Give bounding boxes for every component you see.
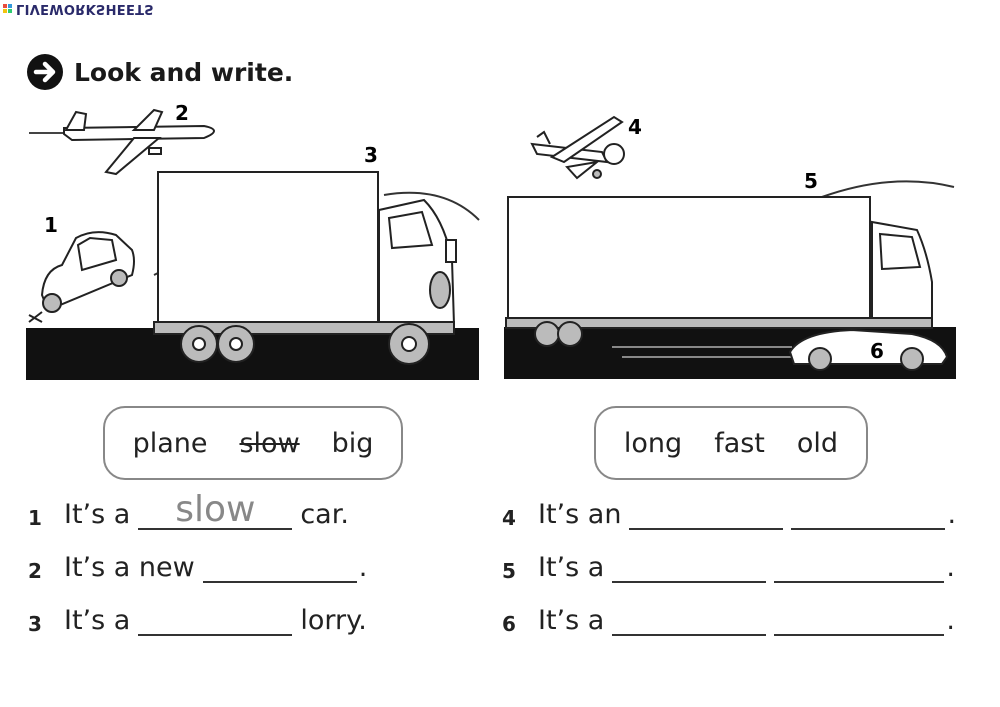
sentence-2: 2 It’s a new . [28, 551, 367, 583]
picture-left: 1 2 3 [26, 101, 480, 380]
sentence-text-before: It’s a [538, 552, 605, 583]
answer-blank-3[interactable] [138, 604, 293, 636]
sentence-5: 5 It’s a . [502, 551, 955, 583]
sentence-number: 3 [28, 612, 42, 636]
sentence-3: 3 It’s a lorry. [28, 604, 367, 636]
brand-logo-icon [3, 4, 12, 13]
word-bank-word: old [796, 427, 839, 459]
word-bank-word-used: slow [239, 427, 300, 459]
sentence-text-before: It’s a new [64, 552, 195, 583]
sentence-text-after: . [358, 552, 368, 583]
answer-blank-6b[interactable] [774, 604, 945, 636]
answer-blank-5a[interactable] [612, 551, 767, 583]
sentence-1: 1 It’s a slow car. [28, 489, 349, 530]
sentence-4: 4 It’s an . [502, 498, 956, 530]
instruction-header: Look and write. [26, 53, 293, 91]
picture-label-1: 1 [44, 213, 58, 237]
sentence-text-after: car. [300, 499, 349, 530]
word-bank-word: long [623, 427, 683, 459]
old-plane-icon [530, 115, 625, 180]
answer-blank-4a[interactable] [629, 498, 784, 530]
answer-text: slow [175, 489, 256, 530]
race-car-icon [788, 328, 949, 371]
sentence-number: 5 [502, 559, 516, 583]
picture-label-3: 3 [364, 143, 378, 167]
long-lorry-icon [505, 196, 933, 347]
sentence-text-before: It’s an [538, 499, 622, 530]
picture-label-4: 4 [628, 115, 642, 139]
arrow-right-circle-icon [27, 54, 63, 90]
sentence-number: 4 [502, 506, 516, 530]
sentence-number: 6 [502, 612, 516, 636]
car-icon [28, 231, 135, 323]
picture-right: 4 5 6 [504, 115, 956, 379]
page-title: Look and write. [74, 57, 294, 87]
sentence-text-after: lorry. [300, 605, 367, 636]
sentence-text-before: It’s a [64, 605, 131, 636]
sentence-text-after: . [947, 499, 957, 530]
answer-blank-2[interactable] [202, 551, 357, 583]
answer-blank-4b[interactable] [791, 498, 946, 530]
word-bank-word: big [331, 427, 374, 459]
word-bank-word: fast [714, 427, 765, 459]
sentence-text-before: It’s a [538, 605, 605, 636]
word-bank-word: plane [132, 427, 208, 459]
picture-label-5: 5 [804, 169, 818, 193]
picture-label-6: 6 [870, 339, 884, 363]
sentence-number: 2 [28, 559, 42, 583]
brand-name: LIVEWORKSHEETS [16, 1, 154, 16]
picture-label-2: 2 [175, 101, 189, 125]
sentence-text-after: . [946, 552, 955, 583]
sentence-text-after: . [946, 605, 955, 636]
answer-blank-6a[interactable] [612, 604, 767, 636]
word-bank-left: plane slow big [103, 406, 403, 480]
answer-blank-5b[interactable] [774, 551, 945, 583]
sentence-text-before: It’s a [64, 499, 131, 530]
lorry-icon [153, 171, 457, 365]
airplane-icon [29, 108, 215, 176]
word-bank-right: long fast old [594, 406, 868, 480]
answer-blank-1[interactable]: slow [138, 489, 293, 530]
sentence-6: 6 It’s a . [502, 604, 955, 636]
sentence-number: 1 [28, 506, 42, 530]
